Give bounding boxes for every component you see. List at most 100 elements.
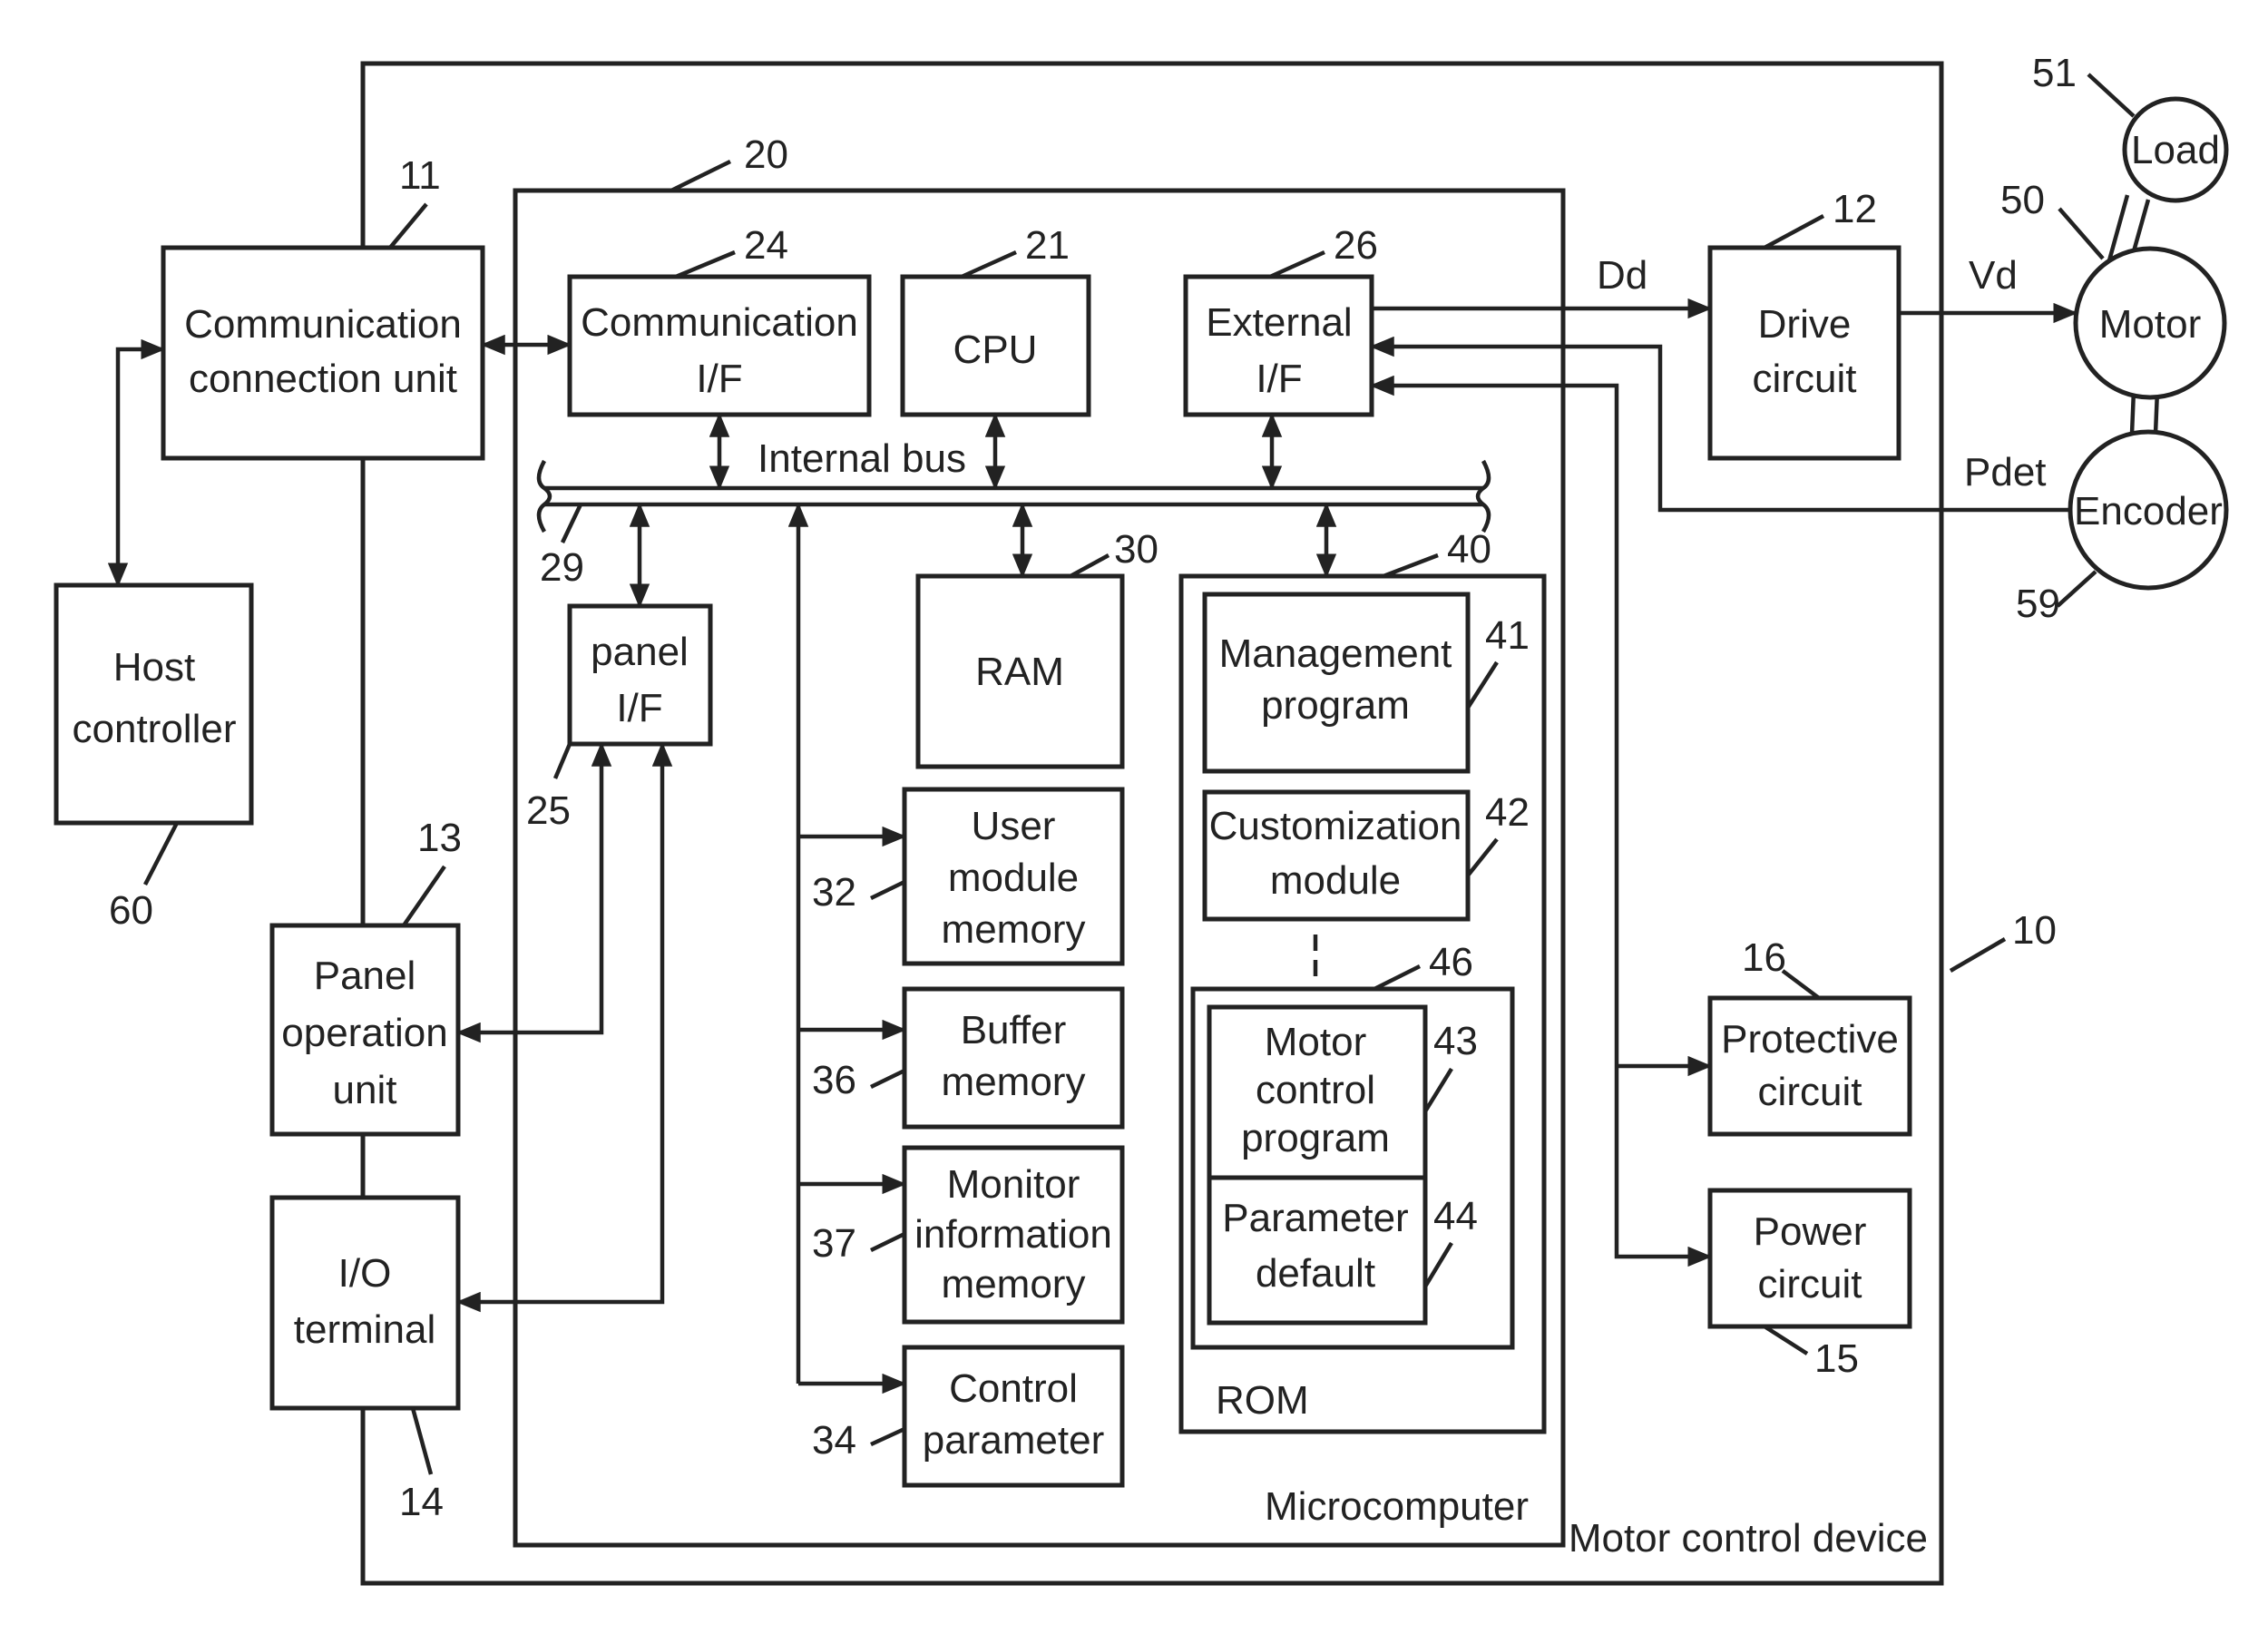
microcomputer-label: Microcomputer	[1265, 1484, 1529, 1529]
ref-25: 25	[526, 788, 571, 833]
external-if-line2: I/F	[1256, 357, 1302, 401]
ref-30: 30	[1114, 527, 1158, 572]
rom-label: ROM	[1216, 1378, 1309, 1423]
motor-control-device-label: Motor control device	[1569, 1516, 1928, 1561]
communication-if-line1: Communication	[581, 300, 858, 345]
leader-42	[1468, 839, 1497, 876]
leader-41	[1468, 662, 1497, 708]
leader-24	[676, 252, 735, 277]
leader-29	[562, 504, 581, 543]
monitor-information-memory-line2: information	[914, 1212, 1112, 1257]
drive-circuit-box	[1710, 248, 1899, 458]
user-module-memory-line3: memory	[942, 907, 1086, 952]
ref-10: 10	[2012, 908, 2057, 953]
communication-connection-unit-box	[163, 248, 483, 458]
ref-32: 32	[812, 870, 856, 915]
ref-34: 34	[812, 1418, 856, 1463]
leader-11	[390, 204, 426, 248]
management-program-line1: Management	[1219, 631, 1452, 676]
user-module-memory-line1: User	[972, 804, 1056, 848]
leader-59	[2058, 572, 2096, 606]
communication-if-line2: I/F	[696, 357, 742, 401]
ref-41: 41	[1485, 613, 1530, 658]
leader-13	[404, 866, 445, 925]
drive-circuit-line2: circuit	[1753, 357, 1857, 401]
panel-operation-unit-line3: unit	[333, 1068, 397, 1112]
leader-20	[671, 161, 730, 191]
control-parameter-line2: parameter	[923, 1418, 1105, 1463]
leader-32	[871, 882, 904, 898]
leader-15	[1765, 1326, 1807, 1354]
ref-26: 26	[1334, 223, 1378, 268]
internal-bus-label: Internal bus	[758, 436, 966, 481]
ref-15: 15	[1814, 1336, 1859, 1381]
leader-26	[1270, 252, 1325, 277]
ref-37: 37	[812, 1221, 856, 1266]
leader-12	[1765, 216, 1823, 248]
ref-13: 13	[417, 816, 462, 860]
leader-34	[871, 1429, 904, 1444]
leader-50	[2059, 209, 2103, 259]
protective-circuit-line1: Protective	[1721, 1017, 1899, 1062]
customization-module-line1: Customization	[1209, 804, 1462, 848]
leader-40	[1383, 555, 1438, 576]
management-program-line2: program	[1261, 683, 1410, 728]
monitor-information-memory-line3: memory	[942, 1262, 1086, 1306]
cpu-label: CPU	[953, 328, 1038, 372]
link-panel-if-panel-unit	[458, 744, 601, 1032]
ref-42: 42	[1485, 790, 1530, 835]
ref-24: 24	[744, 223, 788, 268]
leader-21	[962, 252, 1016, 277]
ref-50: 50	[2000, 178, 2045, 222]
host-controller-line1: Host	[113, 645, 195, 690]
communication-connection-unit-line2: connection unit	[189, 357, 457, 401]
control-parameter-line1: Control	[949, 1366, 1078, 1411]
leader-43	[1425, 1069, 1452, 1111]
signal-vd: Vd	[1969, 253, 2018, 298]
leader-51	[2088, 74, 2134, 116]
ref-60: 60	[109, 888, 153, 933]
panel-operation-unit-line1: Panel	[314, 954, 416, 998]
ref-14: 14	[399, 1480, 444, 1524]
motor-control-program-line3: program	[1241, 1116, 1390, 1160]
leader-10	[1950, 939, 2005, 971]
buffer-memory-line2: memory	[942, 1060, 1086, 1104]
leader-37	[871, 1234, 904, 1250]
communication-connection-unit-line1: Communication	[184, 302, 462, 347]
ref-51: 51	[2032, 51, 2077, 95]
power-circuit-line2: circuit	[1758, 1262, 1862, 1306]
link-host-comm-unit	[118, 349, 163, 585]
external-if-line1: External	[1206, 300, 1352, 345]
internal-bus	[539, 461, 1489, 532]
signal-pdet: Pdet	[1964, 450, 2047, 494]
parameter-default-line1: Parameter	[1222, 1196, 1408, 1240]
motor-control-program-line1: Motor	[1265, 1020, 1366, 1064]
motor-control-program-line2: control	[1256, 1068, 1375, 1112]
power-circuit-line1: Power	[1754, 1209, 1867, 1254]
host-controller-box	[56, 585, 251, 823]
signal-dd: Dd	[1597, 253, 1647, 298]
leader-30	[1070, 555, 1109, 576]
ref-36: 36	[812, 1058, 856, 1102]
ref-40: 40	[1447, 527, 1491, 572]
io-terminal-box	[272, 1198, 458, 1408]
buffer-memory-line1: Buffer	[961, 1008, 1067, 1052]
motor-label: Motor	[2099, 302, 2201, 347]
leader-14	[413, 1408, 431, 1474]
ref-46: 46	[1429, 940, 1473, 984]
ref-29: 29	[540, 545, 584, 590]
monitor-information-memory-line1: Monitor	[947, 1162, 1080, 1207]
user-module-memory-line2: module	[948, 856, 1079, 900]
leader-25	[555, 744, 570, 778]
leader-46	[1374, 966, 1420, 989]
ref-11: 11	[399, 153, 441, 198]
load-label: Load	[2131, 128, 2220, 172]
leader-16	[1783, 971, 1819, 998]
parameter-default-line2: default	[1256, 1251, 1375, 1296]
ref-44: 44	[1433, 1194, 1478, 1238]
ref-43: 43	[1433, 1019, 1478, 1063]
io-terminal-line2: terminal	[294, 1307, 436, 1352]
ref-59: 59	[2016, 582, 2060, 626]
leader-36	[871, 1071, 904, 1087]
